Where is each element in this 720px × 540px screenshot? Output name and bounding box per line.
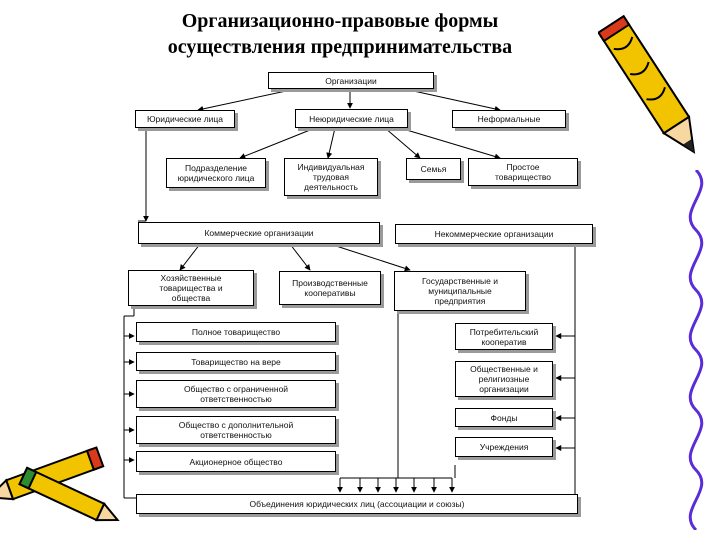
node-nonlegal-entities: Неюридические лица <box>295 109 408 128</box>
node-individual-activity: Индивидуальная трудовая деятельность <box>284 158 378 196</box>
node-consumer-coop: Потребительский кооператив <box>455 323 553 350</box>
node-family: Семья <box>406 158 461 180</box>
node-limited-partnership: Товарищество на вере <box>136 352 336 371</box>
node-llc: Общество с ограниченной ответственностью <box>136 380 336 408</box>
node-institutions: Учреждения <box>455 437 553 457</box>
node-state-enterprises: Государственные и муниципальные предприя… <box>394 271 526 311</box>
node-joint-stock: Акционерное общество <box>136 451 336 472</box>
node-funds: Фонды <box>455 408 553 427</box>
pencils-icon-bottom-left <box>0 446 120 522</box>
node-organizations: Организации <box>268 72 434 89</box>
pencil-icon-top-right <box>598 14 696 154</box>
node-alc: Общество с дополнительной ответственност… <box>136 416 336 444</box>
node-economic-partnerships: Хозяйственные товарищества и общества <box>128 270 254 306</box>
node-unions: Объединения юридических лиц (ассоциации … <box>136 494 578 514</box>
node-public-religious: Общественные и религиозные организации <box>455 361 553 397</box>
node-full-partnership: Полное товарищество <box>136 322 336 342</box>
node-legal-entities: Юридические лица <box>135 110 235 128</box>
node-commercial: Коммерческие организации <box>138 222 380 244</box>
node-subdivision: Подразделение юридического лица <box>166 158 266 188</box>
node-production-coops: Производственные кооперативы <box>279 271 381 305</box>
squiggle-decoration <box>688 170 704 530</box>
node-noncommercial: Некоммерческие организации <box>395 224 593 244</box>
page-title: Организационно-правовые формы осуществле… <box>167 10 513 58</box>
node-informal: Неформальные <box>452 110 566 128</box>
node-simple-partnership: Простое товарищество <box>468 158 578 186</box>
